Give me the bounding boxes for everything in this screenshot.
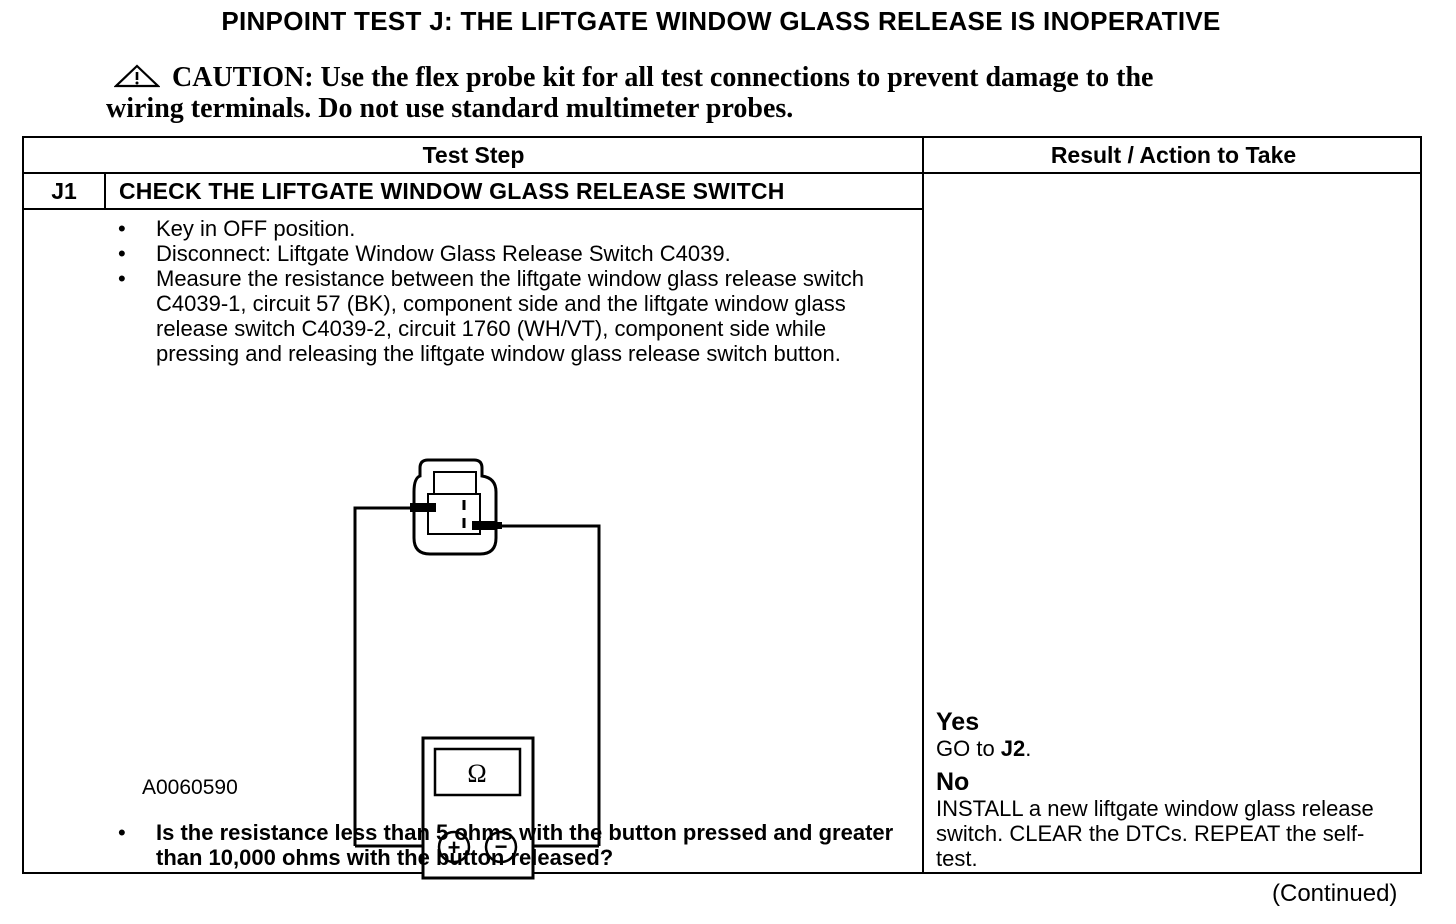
header-result-action: Result / Action to Take [1050, 142, 1297, 168]
step-title: CHECK THE LIFTGATE WINDOW GLASS RELEASE … [119, 178, 785, 204]
plus-terminal-icon [437, 830, 471, 864]
instruction-item: •Key in OFF position. [118, 216, 356, 241]
instruction-item: •Disconnect: Liftgate Window Glass Relea… [118, 241, 731, 266]
instruction-item: •Measure the resistance between the lift… [118, 266, 865, 366]
caution-note: CAUTION: Use the flex probe kit for all … [106, 62, 1366, 124]
plus-symbol: + [448, 835, 461, 860]
ohm-symbol: Ω [467, 759, 486, 788]
page-title: PINPOINT TEST J: THE LIFTGATE WINDOW GLA… [221, 6, 1221, 36]
caution-line-1: CAUTION: Use the flex probe kit for all … [172, 62, 1154, 93]
meter-layer: Ω + − [324, 448, 624, 913]
connector-cavity [427, 493, 481, 535]
probe-left [410, 503, 436, 512]
figure-id: A0060590 [142, 776, 238, 799]
warning-triangle-icon [114, 64, 160, 88]
result-no-action: INSTALL a new liftgate window glass rele… [936, 796, 1374, 871]
step-id: J1 [24, 174, 106, 208]
test-step-table: Test Step Result / Action to Take J1 CHE… [22, 136, 1422, 880]
result-yes-label: Yes [936, 708, 980, 736]
table-header-row: Test Step Result / Action to Take [24, 138, 1420, 174]
step-question: •Is the resistance less than 5 ohms with… [118, 820, 894, 870]
continued-note: (Continued) [1272, 880, 1398, 907]
result-yes: Yes GO to J2. [936, 708, 1416, 761]
result-no: No INSTALL a new liftgate window glass r… [936, 768, 1416, 871]
column-divider [922, 138, 924, 872]
result-no-label: No [936, 768, 970, 796]
header-test-step: Test Step [422, 142, 525, 168]
result-yes-action: GO to J2. [936, 736, 1032, 761]
minus-symbol: − [495, 834, 508, 859]
probe-right [472, 521, 496, 530]
caution-line-2: wiring terminals. Do not use standard mu… [106, 93, 794, 124]
multimeter-display [433, 747, 522, 797]
step-title-row: J1 CHECK THE LIFTGATE WINDOW GLASS RELEA… [24, 174, 923, 210]
step-instructions: •Key in OFF position. •Disconnect: Liftg… [116, 216, 906, 366]
goto-link-j2[interactable]: J2 [1000, 736, 1026, 761]
minus-terminal-icon [484, 830, 518, 864]
